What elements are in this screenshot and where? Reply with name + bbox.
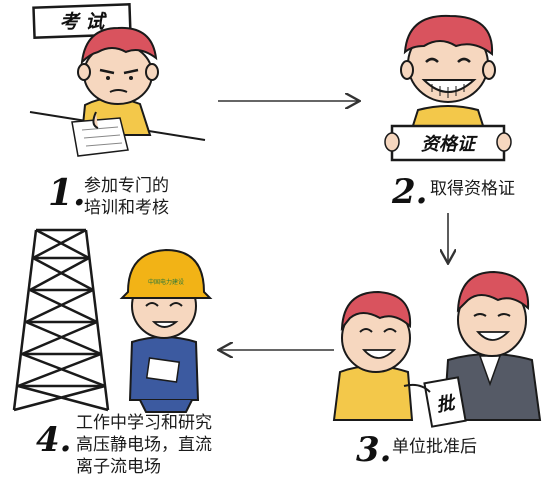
certificate-scene: 资格证	[384, 14, 512, 162]
step-4-number: 4.	[36, 420, 72, 460]
safety-helmet	[119, 248, 213, 299]
exam-sign-text: 考 试	[60, 11, 108, 33]
engineer: 中国电力建设	[119, 248, 213, 413]
step-3-number: 3.	[356, 430, 392, 470]
step-4-line-1: 工作中学习和研究	[76, 413, 212, 433]
worker-shirt	[332, 365, 414, 421]
worker-hair	[340, 290, 412, 332]
boss-hair	[456, 270, 530, 313]
exam-sign: 考 试	[32, 3, 132, 39]
approval-text: 批	[435, 392, 458, 416]
step-2-line-1: 取得资格证	[430, 179, 515, 199]
approval-scene: 批	[332, 270, 542, 428]
step-3-line-1: 单位批准后	[392, 437, 477, 457]
approval-paper	[423, 376, 467, 428]
notes-paper	[145, 357, 181, 383]
step-1-line-2: 培训和考核	[84, 198, 169, 218]
step-1-number: 1.	[48, 172, 86, 214]
step-4-line-3: 离子流电场	[76, 457, 161, 477]
student-hair	[80, 26, 158, 65]
happy-hair	[403, 14, 494, 56]
helmet-logo-text: 中国电力建设	[148, 278, 184, 286]
certificate-text: 资格证	[421, 134, 478, 155]
step-4-line-2: 高压静电场，直流	[76, 435, 212, 455]
big-grin	[421, 79, 477, 93]
step-1-line-1: 参加专门的	[84, 176, 169, 196]
exam-scene: 考 试	[29, 3, 206, 157]
step-2-number: 2.	[392, 172, 428, 212]
transmission-tower	[12, 228, 110, 412]
